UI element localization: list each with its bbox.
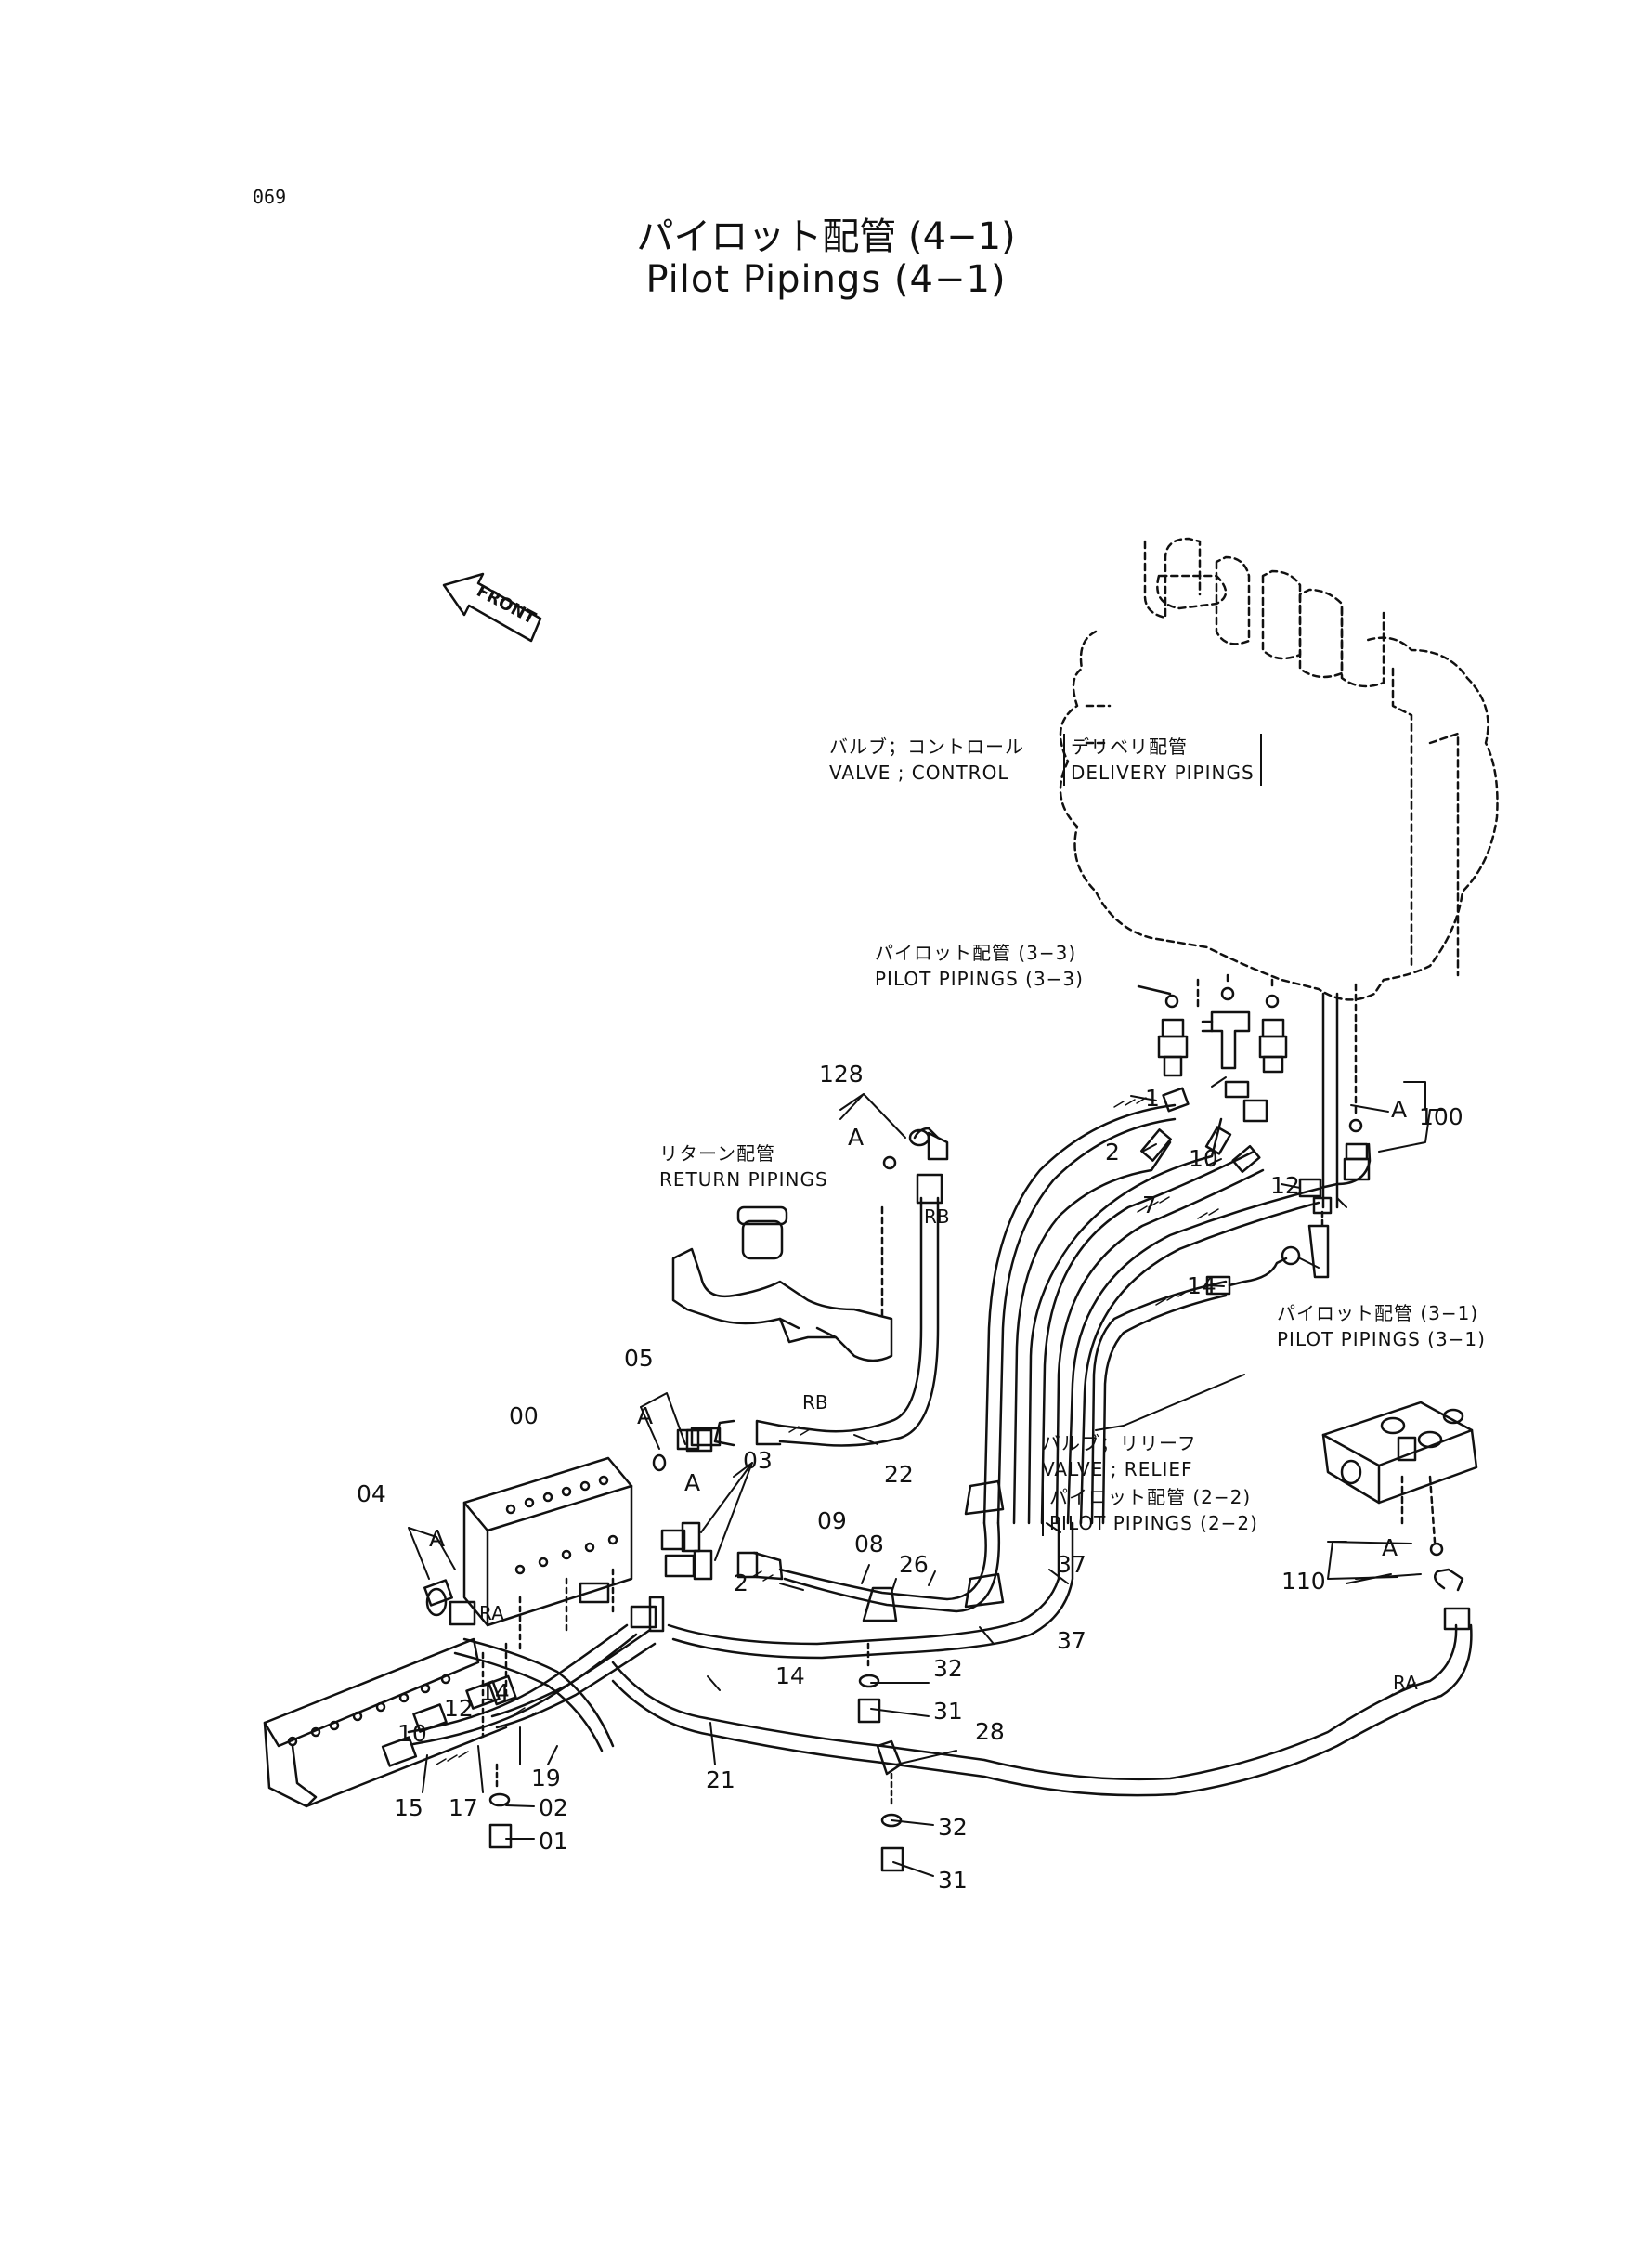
callout-17: 17	[449, 1794, 478, 1821]
callout-110: 110	[1281, 1568, 1326, 1595]
return-pipings-label-jp: リターン配管	[659, 1142, 775, 1165]
control-valve-label-jp: バルブ；コントロール	[829, 736, 1024, 758]
callout-01: 01	[539, 1828, 568, 1855]
callout-a: A	[637, 1402, 654, 1429]
page-title-english: Pilot Pipings (4−1)	[645, 258, 1007, 301]
pilot-pipings-3-1-label-jp: パイロット配管 (3−1)	[1277, 1302, 1479, 1324]
callout-ra: RA	[1393, 1672, 1418, 1694]
distribution-block	[462, 1456, 633, 1655]
page-title-japanese: パイロット配管 (4−1)	[636, 215, 1016, 258]
relief-valve-label-en: VALVE ; RELIEF	[1042, 1458, 1193, 1480]
lower-hoses	[407, 1521, 1074, 1752]
delivery-pipings-label-en: DELIVERY PIPINGS	[1071, 762, 1255, 784]
callout-a: A	[429, 1525, 446, 1552]
callout-15: 15	[394, 1794, 423, 1821]
front-arrow-icon: FRONT	[442, 572, 542, 643]
callout-37: 37	[1057, 1627, 1086, 1654]
callout-08: 08	[854, 1531, 884, 1557]
callout-22: 22	[884, 1461, 914, 1488]
callout-05: 05	[624, 1345, 654, 1372]
callout-26: 26	[899, 1551, 929, 1578]
mounting-bracket	[263, 1637, 508, 1808]
hose-hatching	[436, 1097, 1416, 1765]
return-pipe-assembly	[671, 1205, 893, 1362]
delivery-pipings-label: デリベリ配管 DELIVERY PIPINGS	[1063, 734, 1262, 786]
delivery-pipings-label-jp: デリベリ配管	[1071, 736, 1188, 758]
callout-09: 09	[817, 1507, 847, 1534]
pilot-pipings-3-3-label-en: PILOT PIPINGS (3−3)	[875, 968, 1084, 990]
hose-21	[611, 1568, 1473, 1797]
pilot-hose-bundle	[982, 1103, 1320, 1525]
pilot-pipings-2-2-label-en: PILOT PIPINGS (2−2)	[1049, 1512, 1258, 1534]
callout-a: A	[684, 1469, 701, 1496]
callout-7: 7	[1142, 1192, 1157, 1218]
control-valve-outline	[1059, 537, 1499, 1001]
callout-a: A	[848, 1124, 865, 1151]
hose-clamps	[857, 1479, 1005, 1872]
upper-fittings	[1157, 973, 1371, 1209]
callout-00: 00	[509, 1402, 539, 1429]
callout-02: 02	[539, 1794, 568, 1821]
callout-37: 37	[1057, 1551, 1086, 1578]
leader-line	[1137, 984, 1172, 996]
callout-31: 31	[938, 1867, 968, 1894]
block-fittings	[423, 1428, 784, 1633]
relief-valve	[1321, 1401, 1478, 1557]
small-fittings	[488, 1155, 897, 1849]
callout-03: 03	[743, 1447, 773, 1474]
page-number: 069	[253, 186, 287, 208]
callout-rb: RB	[924, 1205, 950, 1228]
callout-1: 1	[1145, 1085, 1160, 1112]
callout-31: 31	[933, 1698, 963, 1725]
pilot-pipings-3-3-label-jp: パイロット配管 (3−3)	[875, 942, 1077, 964]
callout-21: 21	[706, 1766, 735, 1793]
callout-2: 2	[1105, 1139, 1120, 1166]
front-label: FRONT	[474, 581, 540, 629]
callout-19: 19	[531, 1765, 561, 1791]
pilot-pipings-2-2-label: パイロット配管 (2−2) PILOT PIPINGS (2−2)	[1042, 1484, 1258, 1536]
pilot-pipings-3-1-label-en: PILOT PIPINGS (3−1)	[1277, 1328, 1486, 1350]
callout-32: 32	[938, 1814, 968, 1841]
callout-128: 128	[819, 1061, 864, 1088]
callout-32: 32	[933, 1655, 963, 1682]
callout-28: 28	[975, 1718, 1005, 1745]
pilot-pipings-2-2-label-jp: パイロット配管 (2−2)	[1049, 1486, 1252, 1508]
callout-rb: RB	[802, 1391, 828, 1414]
bracket-fittings	[381, 1674, 517, 1767]
relief-valve-label-jp: バルブ；リリーフ	[1042, 1432, 1197, 1454]
hose-end-fittings	[1139, 1080, 1372, 1296]
return-pipings-label-en: RETURN PIPINGS	[659, 1168, 828, 1191]
callout-14: 14	[1187, 1272, 1216, 1299]
callout-100: 100	[1419, 1103, 1463, 1130]
callout-10: 10	[397, 1720, 427, 1747]
callout-14: 14	[775, 1662, 805, 1689]
callout-a: A	[1391, 1096, 1408, 1123]
callout-14: 14	[480, 1679, 510, 1706]
callout-2: 2	[734, 1570, 748, 1596]
callout-12: 12	[1270, 1172, 1300, 1199]
callout-10: 10	[1189, 1145, 1218, 1172]
callout-a: A	[1382, 1534, 1398, 1561]
pilot-3-1-fitting	[1307, 1196, 1333, 1279]
leader-lines	[408, 1076, 1445, 1877]
callout-12: 12	[444, 1695, 474, 1722]
return-hose	[690, 1127, 949, 1447]
control-valve-label-en: VALVE ; CONTROL	[829, 762, 1009, 784]
callout-ra: RA	[479, 1602, 504, 1624]
callout-04: 04	[357, 1480, 386, 1507]
